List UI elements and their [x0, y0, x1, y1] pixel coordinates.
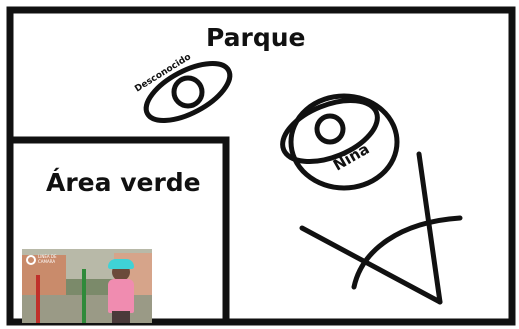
camera-view-angle-icon: [299, 151, 463, 305]
logo-text: LINEA DE CAMARA: [38, 254, 57, 264]
green-area-boundary: [10, 136, 230, 322]
camera-snapshot-image: LINEA DE CAMARA: [22, 249, 152, 323]
snapshot-logo: LINEA DE CAMARA: [26, 253, 57, 271]
snapshot-girl-legs: [112, 311, 130, 323]
park-label: Parque: [206, 23, 306, 52]
logo-mark-icon: [26, 255, 36, 265]
unknown-person-eye-icon: [143, 61, 233, 123]
snapshot-playground-pole: [36, 275, 40, 323]
snapshot-girl: [108, 279, 134, 313]
snapshot-playground-pole: [82, 269, 86, 323]
girl-label: Niña: [330, 140, 372, 175]
snapshot-helmet: [108, 259, 134, 269]
green-area-label: Área verde: [46, 168, 201, 197]
park-boundary: [6, 6, 516, 326]
girl-eye-icon: [280, 93, 400, 191]
unknown-person-label: Desconocido: [133, 52, 193, 94]
